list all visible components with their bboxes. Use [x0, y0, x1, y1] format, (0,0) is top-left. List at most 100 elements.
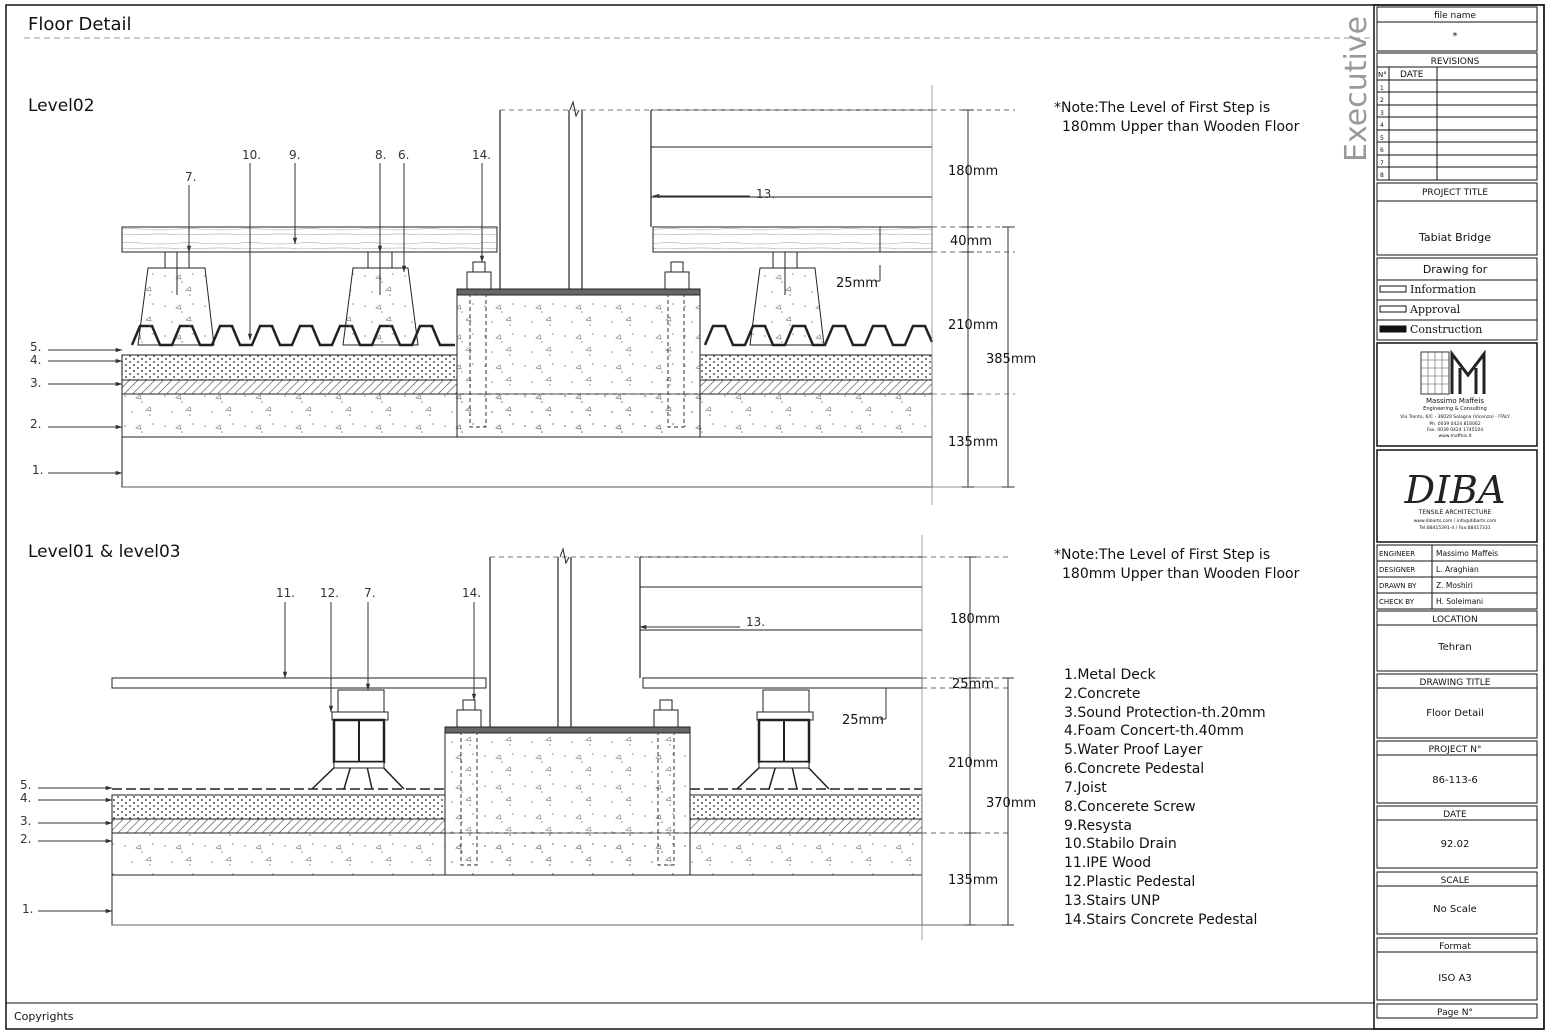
checkbox-information: [1379, 285, 1407, 293]
designer-label: DESIGNER: [1379, 566, 1415, 574]
title-block: [1373, 4, 1545, 1030]
logo1-addr1: Via Trento, 6/C - 36020 Solagna (Vicenza…: [1400, 414, 1510, 420]
check-by-name: H. Soleimani: [1436, 597, 1483, 606]
plastic-pedestal-right: [736, 689, 830, 790]
logo1-sub: Engineering & Consulting: [1423, 406, 1487, 412]
scale-label: SCALE: [1441, 876, 1470, 886]
logo2-sub: TENSILE ARCHITECTURE: [1418, 509, 1492, 516]
legend-item: 2.Concrete: [1064, 686, 1140, 702]
l02-callout-10: 10.: [242, 148, 261, 162]
checkbox-construction: [1379, 325, 1407, 333]
l02-dim-40: 40mm: [950, 234, 992, 249]
legend-item: 3.Sound Protection-th.20mm: [1064, 705, 1266, 721]
date-label: DATE: [1443, 810, 1467, 820]
rev-row: 3: [1380, 110, 1384, 117]
file-name-label: file name: [1434, 11, 1477, 21]
l02-callout-7: 7.: [185, 170, 196, 184]
diba-logo: DIBA TENSILE ARCHITECTURE www.dibarts.co…: [1404, 468, 1506, 531]
sheet-title: Floor Detail: [28, 14, 132, 35]
legend-item: 7.Joist: [1064, 780, 1107, 796]
l02-callout-14: 14.: [472, 148, 491, 162]
rev-row: 1: [1380, 85, 1384, 92]
section-level01-level03: Level01 & level03: [20, 535, 1300, 940]
format-label: Format: [1439, 942, 1471, 952]
section-level02: Level02: [28, 85, 1300, 505]
legend-item: 6.Concrete Pedestal: [1064, 761, 1204, 777]
drawn-by-label: DRAWN BY: [1379, 582, 1417, 590]
logo1-addr3: Fax. 0039 0424 1745104: [1427, 427, 1483, 433]
l02-callout-4: 4.: [30, 353, 41, 367]
l01-note-line1: *Note:The Level of First Step is: [1054, 547, 1270, 563]
revisions-label: REVISIONS: [1431, 57, 1480, 67]
logo1-name: Massimo Maffeis: [1426, 397, 1484, 405]
l01-callout-12: 12.: [320, 586, 339, 600]
l01-dim-25: 25mm: [842, 713, 884, 728]
rev-row: 2: [1380, 97, 1384, 104]
drawing-for-approval: Approval: [1409, 303, 1461, 316]
executive-stamp: Executive: [1339, 16, 1374, 162]
l01-callout-1: 1.: [22, 902, 33, 916]
page-no-label: Page N°: [1437, 1008, 1473, 1018]
massimo-maffeis-logo: Massimo Maffeis Engineering & Consulting…: [1400, 349, 1510, 439]
location-value: Tehran: [1437, 642, 1471, 653]
l01-note-line2: 180mm Upper than Wooden Floor: [1062, 566, 1300, 582]
legend-item: 8.Concerete Screw: [1064, 799, 1196, 815]
date-value: 92.02: [1441, 839, 1470, 850]
l01-callout-13: 13.: [746, 615, 765, 629]
drawing-for-construction: Construction: [1410, 323, 1482, 336]
l01-dim-370: 370mm: [986, 796, 1036, 811]
logo1-addr2: Ph. 0039 0424 816062: [1429, 421, 1481, 427]
drawing-title-value: Floor Detail: [1426, 708, 1484, 719]
legend-item: 10.Stabilo Drain: [1064, 836, 1177, 852]
l02-callout-1: 1.: [32, 463, 43, 477]
l02-dim-25: 25mm: [836, 276, 878, 291]
engineer-label: ENGINEER: [1379, 550, 1415, 558]
l02-note-line1: *Note:The Level of First Step is: [1054, 100, 1270, 116]
drawing-for-label: Drawing for: [1423, 263, 1488, 276]
logo2-addr1: www.dibarts.com / info@dibarts.com: [1414, 518, 1497, 524]
l02-callout-6: 6.: [398, 148, 409, 162]
checkbox-approval: [1379, 305, 1407, 313]
legend-item: 5.Water Proof Layer: [1064, 742, 1203, 758]
rev-row: 6: [1380, 147, 1384, 154]
l02-callout-5: 5.: [30, 340, 41, 354]
l01-dim-210: 210mm: [948, 756, 998, 771]
l01-dim-25-top: 25mm: [952, 677, 994, 692]
l01-dim-180: 180mm: [950, 612, 1000, 627]
format-value: ISO A3: [1438, 973, 1472, 984]
l02-callout-8: 8.: [375, 148, 386, 162]
project-title-value: Tabiat Bridge: [1418, 231, 1491, 244]
l02-note-line2: 180mm Upper than Wooden Floor: [1062, 119, 1300, 135]
l02-callout-2: 2.: [30, 417, 41, 431]
drawing-for-information: Information: [1410, 283, 1476, 296]
designer-name: L. Araghian: [1436, 565, 1479, 574]
project-no-value: 86-113-6: [1432, 775, 1477, 786]
rev-row: 4: [1380, 122, 1384, 129]
l01-callout-7: 7.: [364, 586, 375, 600]
rev-row: 7: [1380, 160, 1384, 167]
drawing-title-label: DRAWING TITLE: [1420, 678, 1491, 688]
rev-row: 5: [1380, 135, 1384, 142]
rev-row: 8: [1380, 172, 1384, 179]
copyrights-label: Copyrights: [14, 1010, 74, 1023]
l01-callout-3: 3.: [20, 814, 31, 828]
legend: 1.Metal Deck 2.Concrete 3.Sound Protecti…: [1064, 667, 1266, 928]
l01-callout-14: 14.: [462, 586, 481, 600]
legend-item: 11.IPE Wood: [1064, 855, 1151, 871]
drawn-by-name: Z. Moshiri: [1436, 581, 1473, 590]
legend-item: 4.Foam Concert-th.40mm: [1064, 723, 1244, 739]
rev-date-label: DATE: [1400, 70, 1424, 80]
legend-item: 1.Metal Deck: [1064, 667, 1157, 683]
scale-value: No Scale: [1433, 904, 1477, 915]
l02-dim-385: 385mm: [986, 352, 1036, 367]
l02-dim-210: 210mm: [948, 318, 998, 333]
file-name-value: *: [1453, 31, 1458, 42]
project-title-label: PROJECT TITLE: [1422, 188, 1488, 198]
plastic-pedestal-left: [311, 689, 405, 790]
legend-item: 9.Resysta: [1064, 818, 1132, 834]
engineer-name: Massimo Maffeis: [1436, 549, 1498, 558]
l01-callout-4: 4.: [20, 791, 31, 805]
logo2-mark: DIBA: [1404, 468, 1506, 512]
logo2-addr2: Tel:88415391-4 / Fax:88417331: [1418, 525, 1490, 531]
